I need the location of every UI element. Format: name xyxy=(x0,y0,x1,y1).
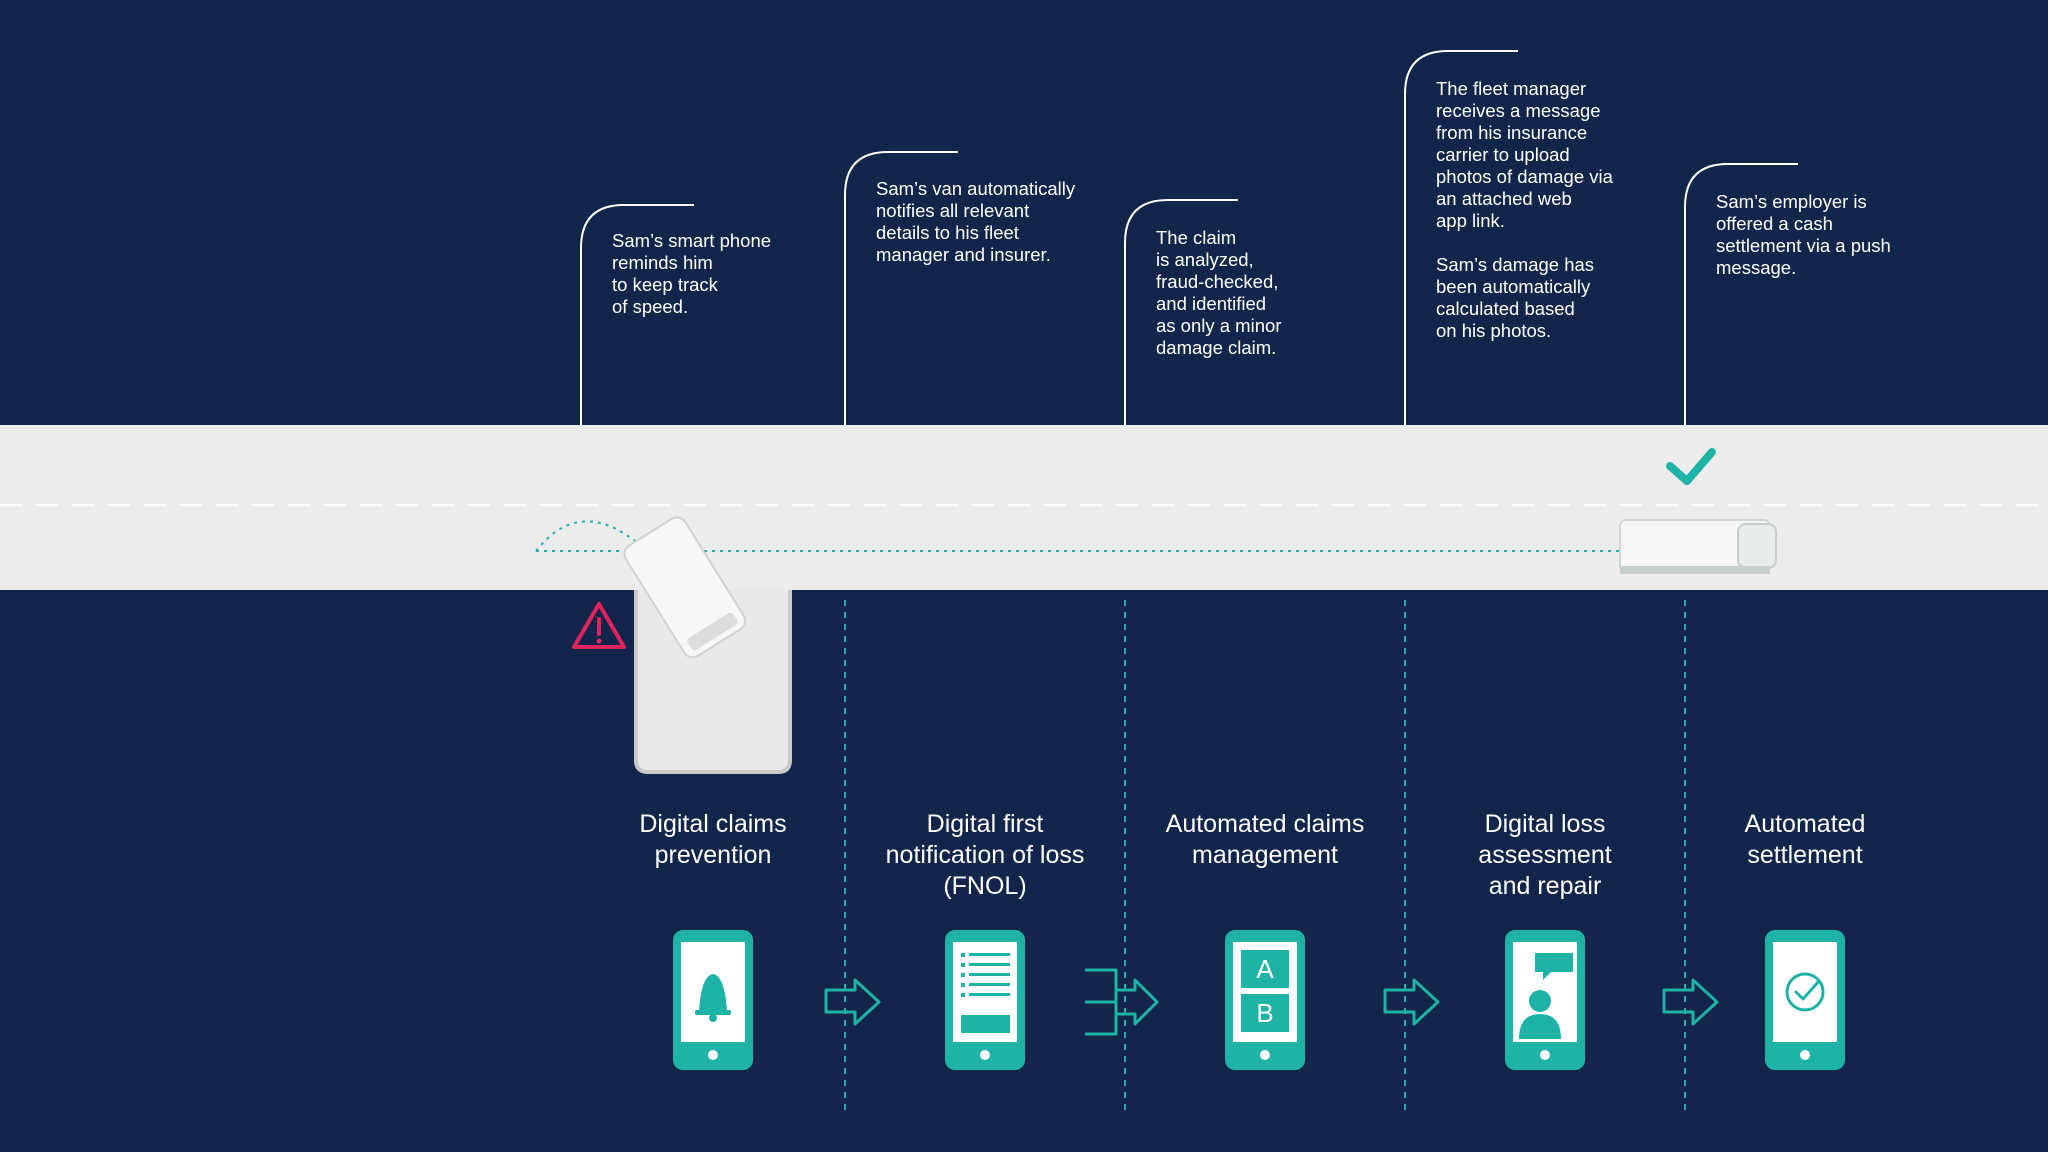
phone-checklist xyxy=(945,930,1025,1070)
checklist-icon xyxy=(961,953,1010,1033)
bell-icon xyxy=(695,974,731,1022)
phone-bell xyxy=(673,930,753,1070)
a-b-icon: A B xyxy=(1241,950,1289,1032)
check-circle-icon xyxy=(1785,972,1825,1012)
callout-line-assessment xyxy=(1404,50,1518,425)
step-label-claims: Automated claims management xyxy=(1165,810,1365,869)
parked-van xyxy=(623,516,747,659)
callout-claims: The claim is analyzed, fraud-checked, an… xyxy=(1156,227,1282,358)
driving-van xyxy=(1619,519,1777,574)
step-label-fnol: Digital first notification of loss (FNOL… xyxy=(885,810,1085,900)
a-b-letter-a: A xyxy=(1256,954,1274,984)
arrow-right-icon-3 xyxy=(1383,978,1440,1026)
arrow-right-icon-4 xyxy=(1662,978,1719,1026)
callout-line-fnol xyxy=(844,151,958,425)
phone-ab: A B xyxy=(1225,930,1305,1070)
step-label-settlement: Automated settlement xyxy=(1744,810,1866,869)
callout-fnol: Sam’s van automatically notifies all rel… xyxy=(876,178,1076,265)
callout-assessment: The fleet manager receives a message fro… xyxy=(1436,78,1613,341)
checkmark-icon xyxy=(1666,448,1716,485)
person-chat-icon xyxy=(1519,953,1573,1039)
a-b-letter-b: B xyxy=(1256,998,1273,1028)
triple-arrow-icon xyxy=(1085,968,1159,1036)
phone-check-circle xyxy=(1765,930,1845,1070)
warning-triangle-icon xyxy=(572,602,626,649)
callout-line-claims xyxy=(1124,199,1238,425)
callout-settlement: Sam’s employer is offered a cash settlem… xyxy=(1716,191,1891,278)
arrow-right-icon-1 xyxy=(824,978,881,1026)
phone-person-chat xyxy=(1505,930,1585,1070)
callout-line-prevention xyxy=(580,204,694,425)
step-label-assessment: Digital loss assessment and repair xyxy=(1478,810,1612,900)
vehicle-path xyxy=(535,520,641,552)
step-label-prevention: Digital claims prevention xyxy=(639,810,787,869)
callout-prevention: Sam’s smart phone reminds him to keep tr… xyxy=(612,230,772,317)
callout-line-settlement xyxy=(1684,163,1798,425)
